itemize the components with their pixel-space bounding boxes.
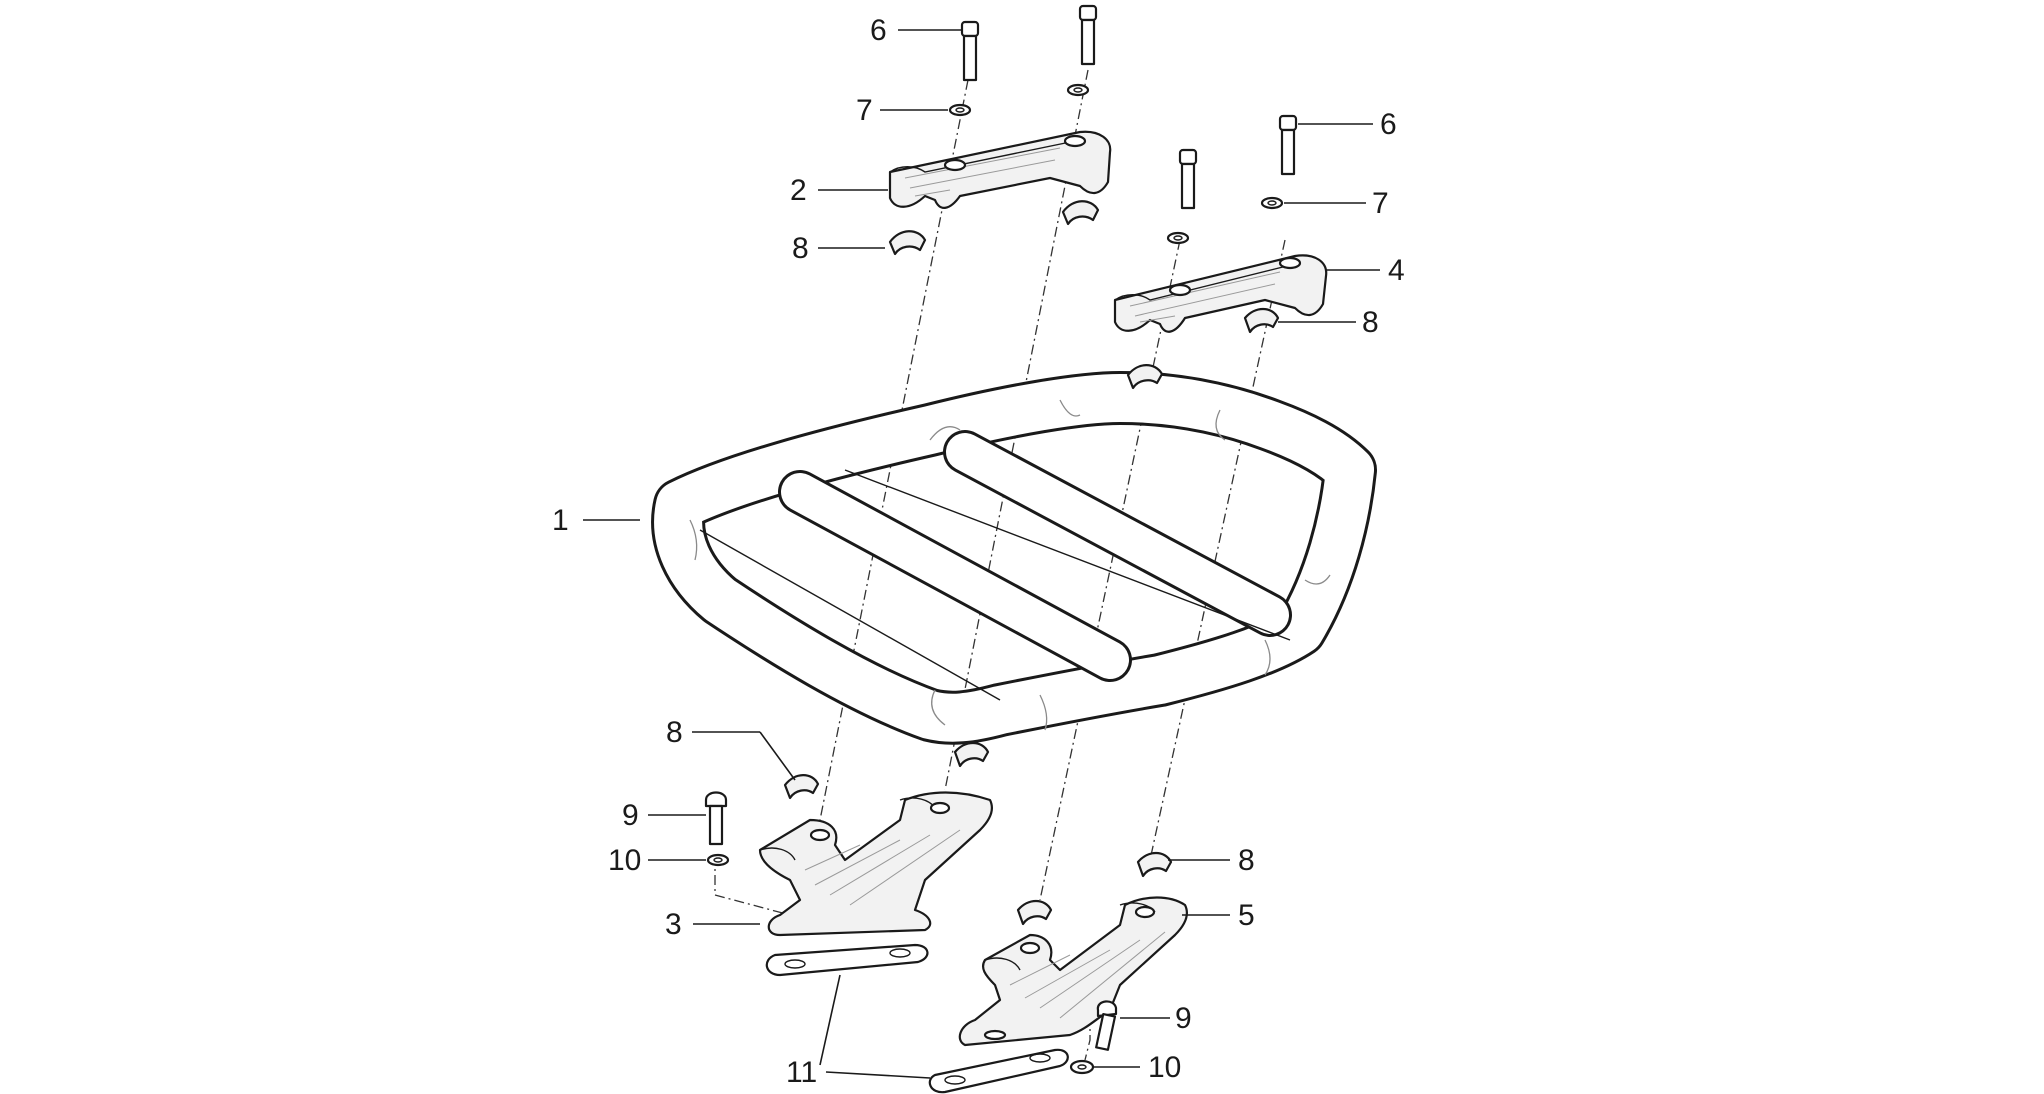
callout-5: 5 <box>1238 899 1255 932</box>
callout-6-left: 6 <box>870 14 887 47</box>
leader-lines <box>583 29 1380 1079</box>
bolt-left <box>704 791 728 846</box>
callout-2: 2 <box>790 174 807 207</box>
callout-10-left: 10 <box>608 844 641 877</box>
screw-2 <box>1078 4 1098 66</box>
gasket-right <box>928 1048 1069 1094</box>
callout-4: 4 <box>1388 254 1405 287</box>
callout-7-right: 7 <box>1372 187 1389 220</box>
lower-mount-right <box>958 896 1189 1047</box>
callouts: 1 2 3 4 5 6 6 7 7 8 8 8 8 9 9 10 10 11 <box>552 14 1405 1089</box>
callout-9-right: 9 <box>1175 1002 1192 1035</box>
callout-8-bottom-left: 8 <box>666 716 683 749</box>
small-washers <box>706 853 1095 1075</box>
callout-11: 11 <box>786 1056 817 1089</box>
callout-3: 3 <box>665 908 682 941</box>
gasket-left <box>765 943 929 977</box>
lower-mount-left <box>758 791 994 937</box>
upper-clamp-left <box>888 130 1112 209</box>
bolt-right <box>1095 1000 1118 1051</box>
callout-8-top-right: 8 <box>1362 306 1379 339</box>
cross-bar-front <box>778 470 1132 682</box>
cross-bar-rear <box>943 430 1292 637</box>
upper-clamp-right <box>1113 254 1328 333</box>
callout-6-right: 6 <box>1380 108 1397 141</box>
callout-1: 1 <box>552 504 569 537</box>
washers <box>948 83 1284 245</box>
callout-7-left: 7 <box>856 94 873 127</box>
callout-8-bottom-right: 8 <box>1238 844 1255 877</box>
callout-9-left: 9 <box>622 799 639 832</box>
callout-8-top-left: 8 <box>792 232 809 265</box>
screw-1 <box>960 20 980 82</box>
callout-10-right: 10 <box>1148 1051 1181 1084</box>
rack-frame <box>651 371 1377 745</box>
screw-4 <box>1278 114 1298 176</box>
wedge-inserts <box>783 200 1280 926</box>
screw-3 <box>1178 148 1198 210</box>
